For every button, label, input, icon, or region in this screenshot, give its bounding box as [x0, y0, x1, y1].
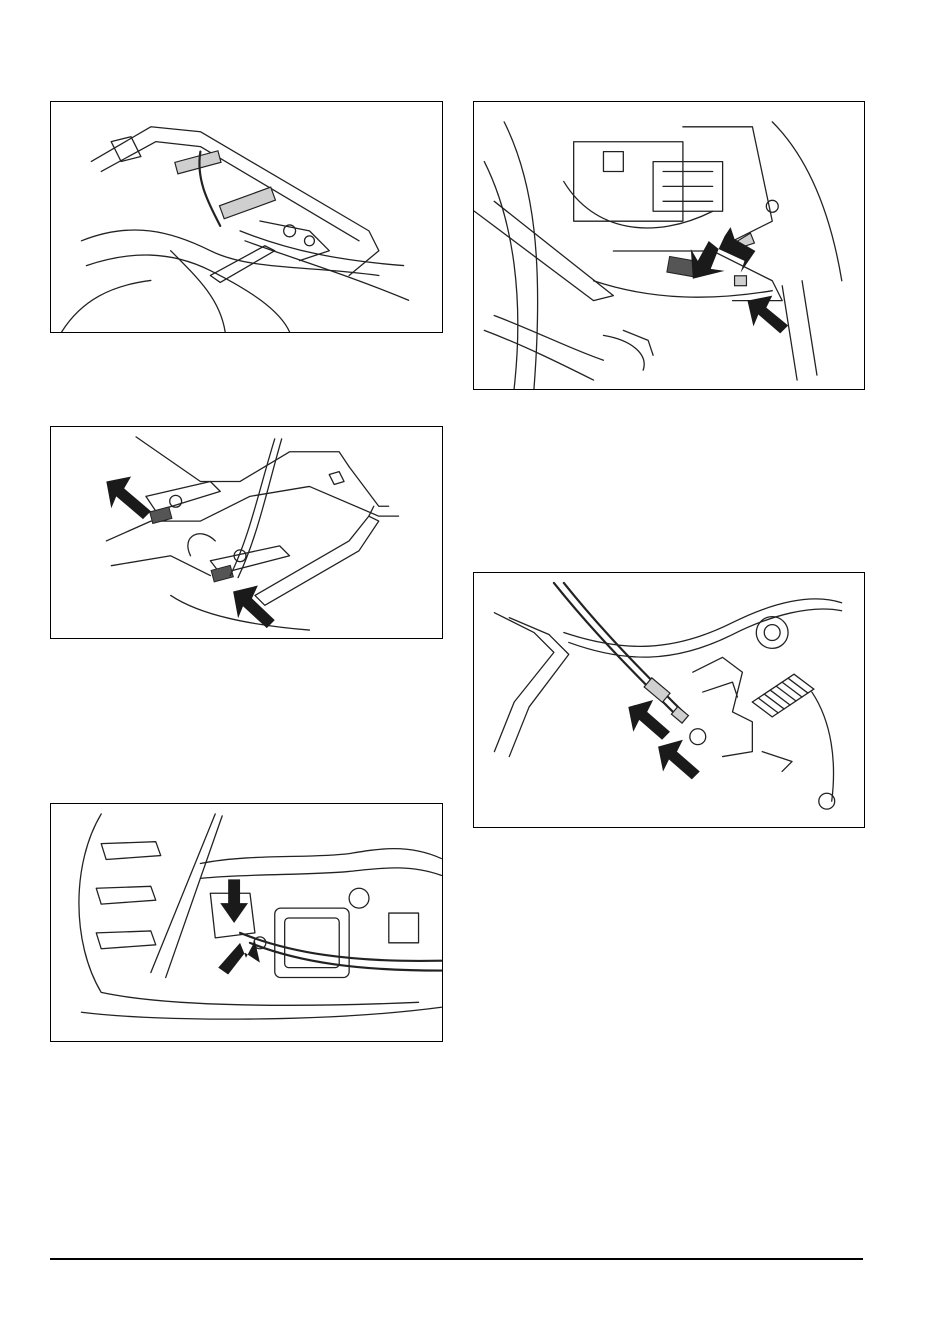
arrow-indicator — [658, 740, 700, 780]
arrow-indicator — [691, 241, 725, 279]
illustration-engine-connections — [51, 804, 442, 1041]
illustration-overview — [51, 102, 442, 332]
figure-chassis-fasteners — [473, 101, 865, 390]
illustration-mounting-bolts — [51, 427, 442, 638]
illustration-chassis-fasteners — [474, 102, 864, 389]
figure-cable-routing-overview — [50, 101, 443, 333]
arrow-indicator — [220, 879, 248, 923]
page-footer-rule — [50, 1258, 863, 1260]
arrow-indicator — [218, 941, 260, 975]
arrow-indicator — [106, 477, 151, 520]
coil-spring — [752, 674, 814, 717]
figure-control-cable — [473, 572, 865, 828]
arrow-indicator — [628, 700, 670, 740]
figure-engine-connections — [50, 803, 443, 1042]
arrow-indicator — [233, 585, 275, 628]
figure-mounting-bolts — [50, 426, 443, 639]
illustration-control-cable — [474, 573, 864, 827]
arrow-indicator — [747, 296, 788, 334]
